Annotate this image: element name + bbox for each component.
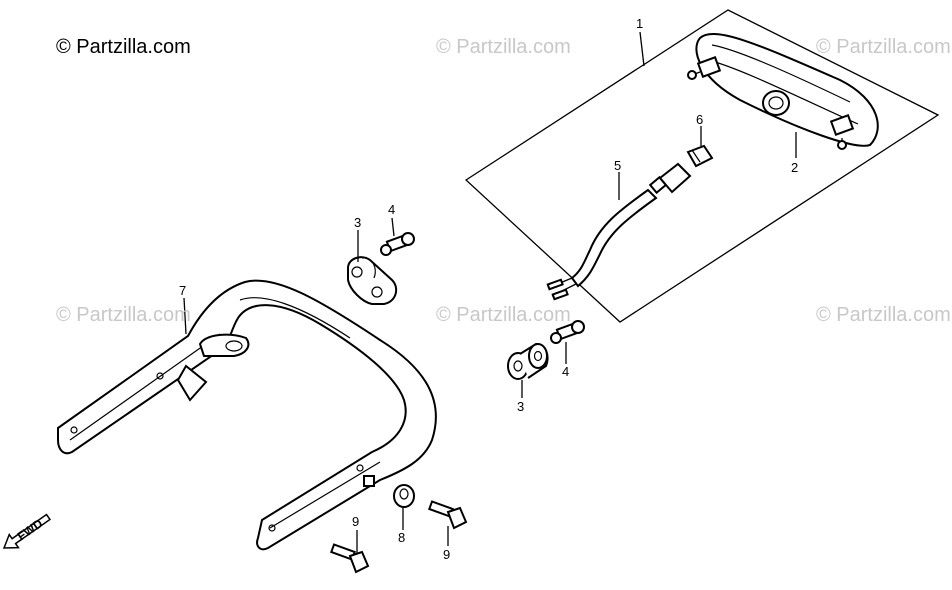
- callout-3a: 3: [354, 215, 361, 230]
- bolt-upper: [380, 232, 415, 256]
- bulb: [686, 144, 714, 168]
- tail-light-housing: [687, 33, 879, 150]
- watermark: © Partzilla.com: [436, 304, 571, 326]
- rubber-mount-upper: [347, 256, 398, 305]
- collar: [393, 484, 415, 508]
- socket-cord: [546, 162, 692, 301]
- fwd-arrow-icon: FWD: [2, 513, 51, 549]
- watermark: © Partzilla.com: [816, 304, 951, 326]
- callout-5: 5: [614, 158, 621, 173]
- watermark: © Partzilla.com: [56, 304, 191, 326]
- flange-bolt-left: [330, 543, 370, 574]
- callout-3b: 3: [517, 399, 524, 414]
- leader-lines: [183, 31, 797, 554]
- callout-4b: 4: [562, 364, 569, 379]
- bolt-lower: [550, 320, 585, 344]
- callout-2: 2: [791, 160, 798, 175]
- copyright-notice: © Partzilla.com: [56, 36, 191, 58]
- callout-9b: 9: [443, 547, 450, 562]
- callout-8: 8: [398, 530, 405, 545]
- callout-6: 6: [696, 112, 703, 127]
- callout-7: 7: [179, 283, 186, 298]
- callout-9a: 9: [352, 514, 359, 529]
- rear-bracket: [57, 279, 437, 551]
- callout-4a: 4: [388, 202, 395, 217]
- watermark: © Partzilla.com: [816, 36, 951, 58]
- callout-1: 1: [636, 16, 643, 31]
- watermark: © Partzilla.com: [436, 36, 571, 58]
- taillight-assembly-outline: [464, 9, 940, 323]
- rubber-mount-lower: [507, 342, 549, 380]
- flange-bolt-right: [428, 500, 468, 530]
